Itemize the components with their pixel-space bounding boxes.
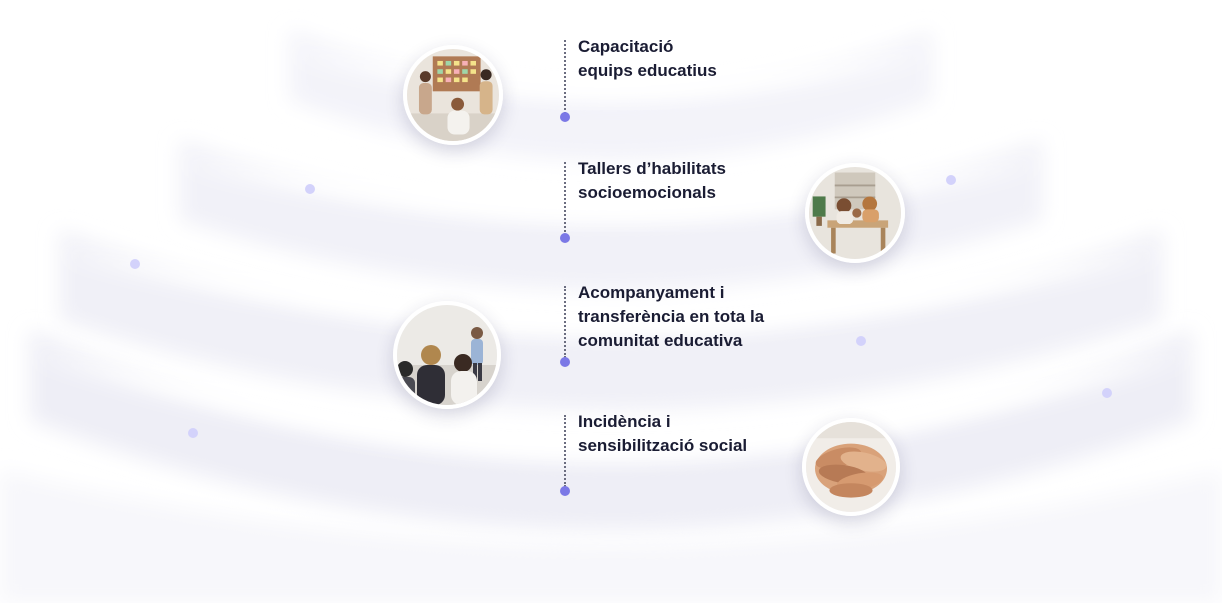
step-1-label-line-1: Capacitació [578,37,674,56]
decorative-dot [856,336,866,346]
step-2-label: Tallers d’habilitats socioemocionals [578,157,726,205]
classroom-photo [393,301,501,409]
step-2-connector [564,162,566,236]
decorative-dot [188,428,198,438]
step-2-marker [560,233,570,243]
decorative-dot [1102,388,1112,398]
step-1-connector [564,40,566,114]
workshop-photo [805,163,905,263]
step-1-label: Capacitació equips educatius [578,35,717,83]
step-2-label-line-2: socioemocionals [578,183,716,202]
step-3-label-line-1: Acompanyament i [578,283,725,302]
step-4-connector [564,415,566,487]
team-meeting-photo [403,45,503,145]
arc-band-4 [20,330,1202,530]
decorative-dot [305,184,315,194]
step-3-marker [560,357,570,367]
step-4-label: Incidència i sensibilització social [578,410,747,458]
decorative-dot [946,175,956,185]
decorative-dot [130,259,140,269]
step-2-label-line-1: Tallers d’habilitats [578,159,727,178]
step-4-label-line-2: sensibilització social [578,436,748,455]
step-3-label-line-2: transferència en tota la [578,307,765,326]
stacked-hands-photo [802,418,900,516]
step-4-marker [560,486,570,496]
step-4-label-line-1: Incidència i [578,412,671,431]
step-3-label-line-3: comunitat educativa [578,331,743,350]
step-3-connector [564,286,566,358]
step-1-label-line-2: equips educatius [578,61,717,80]
step-1-marker [560,112,570,122]
step-3-label: Acompanyament i transferència en tota la… [578,281,764,353]
